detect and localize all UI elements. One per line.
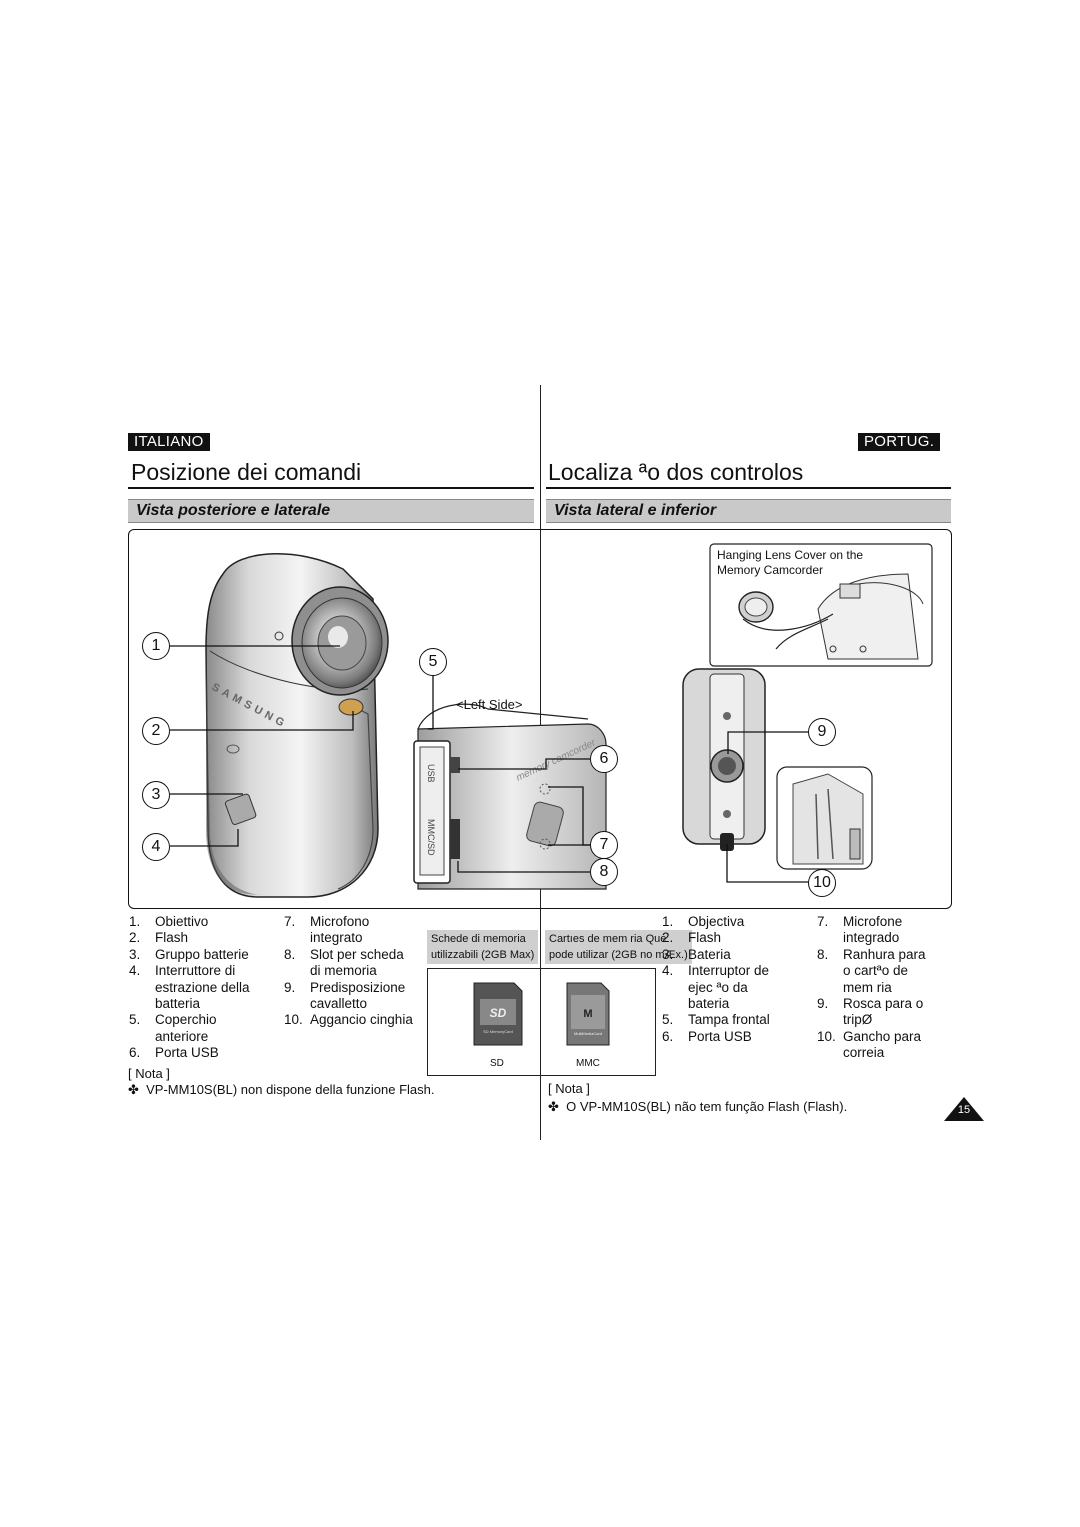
strap-detail-view — [776, 766, 873, 870]
leader-lines — [170, 645, 810, 883]
title-rule-left — [128, 487, 534, 489]
svg-text:M: M — [583, 1008, 592, 1020]
list-item: 9.Predisposizione cavalletto — [284, 979, 406, 1012]
list-item: 5.Tampa frontal — [662, 1012, 770, 1028]
memory-cards-title-it: Schede di memoria utilizzabili (2GB Max) — [427, 930, 539, 964]
list-item: 8.Slot per scheda di memoria — [284, 946, 404, 979]
callout-7: 7 — [590, 831, 618, 859]
list-item: 4.Interruptor de ejec ªo da bateria — [662, 963, 770, 1012]
figure-frame — [128, 529, 952, 909]
callout-9: 9 — [808, 718, 836, 746]
svg-text:SD: SD — [490, 1006, 507, 1020]
list-item: 7.Microfone integrado — [817, 914, 903, 946]
callout-2: 2 — [142, 717, 170, 745]
bullet-icon: ✤ — [128, 1082, 139, 1097]
list-item: 4.Interruttore di estrazione della batte… — [129, 963, 250, 1012]
memory-cards-box: SD SD MemoryCard M MultiMediaCard SD MMC — [427, 968, 656, 1076]
section-header-right: Vista lateral e inferior — [546, 499, 951, 523]
lens-cover-caption: Hanging Lens Cover on the Memory Camcord… — [717, 548, 864, 577]
note-pt: ✤ O VP-MM10S(BL) não tem função Flash (F… — [548, 1099, 847, 1115]
page-number-badge: 15 — [944, 1097, 984, 1121]
callout-10: 10 — [808, 869, 836, 897]
note-heading-pt: [ Nota ] — [548, 1081, 590, 1096]
page-title-italian: Posizione dei comandi — [131, 459, 362, 485]
note-it: ✤ VP-MM10S(BL) non dispone della funzion… — [128, 1082, 434, 1098]
list-item: 1.Objectiva — [662, 914, 745, 929]
note-text-it: VP-MM10S(BL) non dispone della funzione … — [146, 1082, 435, 1097]
section-title-left: Vista posteriore e laterale — [136, 502, 331, 519]
language-badge-italiano: ITALIANO — [128, 433, 210, 451]
list-item: 5.Coperchio anteriore — [129, 1012, 217, 1044]
callout-5: 5 — [419, 648, 447, 676]
callout-6: 6 — [590, 745, 618, 773]
callout-4: 4 — [142, 833, 170, 861]
parts-list-pt-col2: 7.Microfone integrado 8.Ranhura para o c… — [817, 914, 947, 1062]
sd-label: SD — [490, 1058, 504, 1069]
bullet-icon: ✤ — [548, 1099, 559, 1114]
list-item: 10.Aggancio cinghia — [284, 1012, 413, 1028]
memory-cards-title-pt: Cartıes de mem ria Que pode utilizar (2G… — [545, 930, 692, 964]
list-item: 1.Obiettivo — [129, 914, 209, 929]
mmc-card-text: MultiMediaCard — [574, 1031, 602, 1036]
list-item: 2.Flash — [662, 930, 722, 946]
list-item: 10.Gancho para correia — [817, 1028, 922, 1061]
lens-cap-detail-view — [709, 543, 933, 667]
list-item: 6.Porta USB — [129, 1045, 219, 1061]
camcorder-left-side-view: USB MMC/SD memory camcorder — [413, 703, 607, 890]
mmc-card-icon: M MultiMediaCard — [566, 982, 610, 1046]
parts-list-pt-col1: 1.Objectiva 2.Flash 3.Bateria 4.Interrup… — [662, 914, 812, 1045]
section-header-left: Vista posteriore e laterale — [128, 499, 534, 523]
callout-3: 3 — [142, 781, 170, 809]
sd-card-icon: SD SD MemoryCard — [473, 982, 523, 1046]
list-item: 7.Microfono integrato — [284, 914, 370, 946]
list-item: 8.Ranhura para o cartªo de mem ria — [817, 946, 926, 995]
camcorder-bottom-view — [682, 668, 766, 851]
note-text-pt: O VP-MM10S(BL) não tem função Flash (Fla… — [566, 1099, 848, 1114]
language-badge-portuguese: PORTUG. — [858, 433, 941, 451]
mmc-label: MMC — [576, 1058, 600, 1069]
camcorder-front-view: SAMSUNG — [205, 553, 389, 898]
list-item: 9.Rosca para o tripØ — [817, 996, 924, 1028]
note-heading-it: [ Nota ] — [128, 1066, 170, 1081]
title-rule-right — [546, 487, 951, 489]
usb-port-label: USB — [426, 764, 436, 783]
section-title-right: Vista lateral e inferior — [554, 502, 717, 519]
list-item: 3.Bateria — [662, 946, 731, 962]
callout-1: 1 — [142, 632, 170, 660]
list-item: 3.Gruppo batterie — [129, 946, 249, 962]
camcorder-illustration: SAMSUNG USB MMC/SD memory camcorder — [170, 543, 933, 898]
card-slot-label: MMC/SD — [426, 819, 436, 856]
parts-list-it-col1: 1.Obiettivo 2.Flash 3.Gruppo batterie 4.… — [129, 914, 279, 1062]
parts-list-it-col2: 7.Microfono integrato 8.Slot per scheda … — [284, 914, 424, 1029]
callout-8: 8 — [590, 858, 618, 886]
page-number: 15 — [957, 1104, 971, 1116]
list-item: 6.Porta USB — [662, 1028, 752, 1044]
left-side-label: <Left Side> — [456, 697, 523, 712]
list-item: 2.Flash — [129, 930, 189, 946]
page-title-portuguese: Localiza ªo dos controlos — [548, 459, 804, 485]
sd-card-text: SD MemoryCard — [483, 1029, 513, 1034]
